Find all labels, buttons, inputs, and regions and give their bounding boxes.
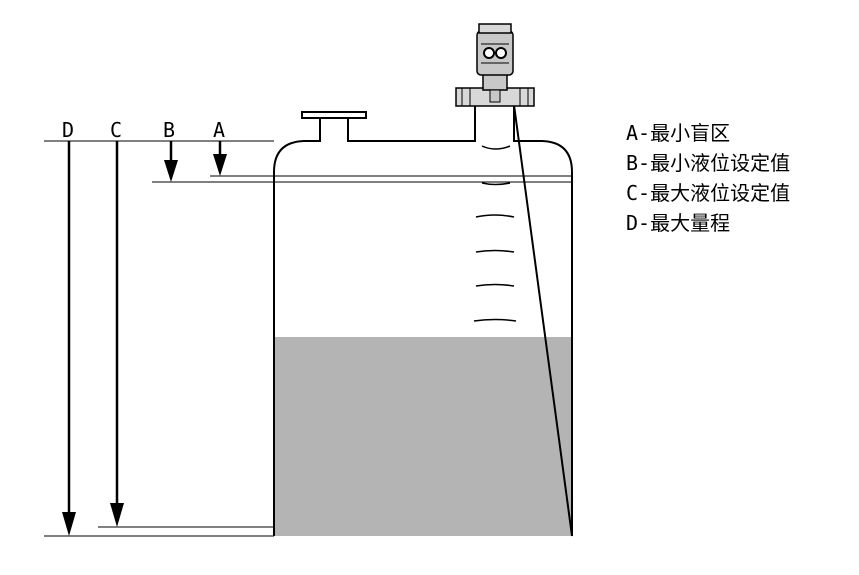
arrow-b	[164, 141, 178, 182]
arrow-label-c: C	[110, 118, 122, 142]
arrow-a	[213, 141, 227, 176]
legend-item-a: A-最小盲区	[626, 121, 731, 145]
radar-level-sensor-icon	[455, 23, 535, 107]
legend-item-b: B-最小液位设定值	[626, 151, 791, 175]
legend-item-d: D-最大量程	[626, 211, 731, 235]
arrow-label-d: D	[62, 118, 74, 142]
liquid-fill	[274, 337, 572, 536]
arrow-label-b: B	[163, 118, 175, 142]
arrow-label-a: A	[213, 118, 225, 142]
legend-item-c: C-最大液位设定值	[626, 181, 791, 205]
arrow-c	[110, 141, 124, 527]
radar-wave-icon	[473, 145, 517, 322]
left-nozzle-flange	[301, 111, 367, 119]
legend: A-最小盲区 B-最小液位设定值 C-最大液位设定值 D-最大量程	[626, 118, 790, 238]
arrow-d	[62, 141, 76, 536]
